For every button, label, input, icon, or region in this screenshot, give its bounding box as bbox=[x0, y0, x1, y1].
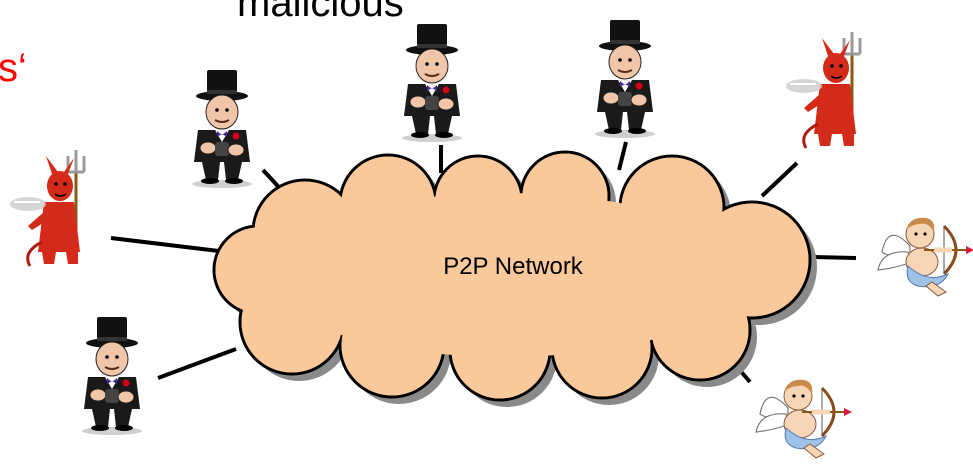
title-line-2: s‘ bbox=[0, 46, 27, 90]
peer-businessman-top-left bbox=[191, 69, 253, 189]
devil-icon bbox=[8, 148, 86, 268]
link-devil-top-right bbox=[760, 161, 799, 198]
peer-businessman-top-center bbox=[401, 23, 463, 143]
network-label: P2P Network bbox=[443, 253, 584, 280]
link-businessman-top-right bbox=[617, 141, 628, 171]
businessman-icon bbox=[81, 316, 143, 436]
businessman-icon bbox=[191, 69, 253, 189]
businessman-icon bbox=[594, 19, 656, 139]
network-cloud bbox=[215, 153, 809, 399]
peer-businessman-top-right bbox=[594, 19, 656, 139]
peer-cupid-right bbox=[878, 218, 973, 296]
link-cupid-right bbox=[813, 255, 857, 260]
peer-devil-left bbox=[8, 148, 86, 268]
title-line-1: malicious bbox=[237, 0, 404, 25]
cupid-icon bbox=[878, 218, 973, 296]
link-businessman-bottom-left bbox=[157, 347, 237, 380]
cupid-icon bbox=[756, 380, 852, 458]
link-devil-left bbox=[110, 236, 228, 254]
businessman-icon bbox=[401, 23, 463, 143]
devil-icon bbox=[784, 30, 862, 150]
peer-businessman-bottom-left bbox=[81, 316, 143, 436]
peer-devil-top-right bbox=[784, 30, 862, 150]
peer-cupid-bottom-right bbox=[756, 380, 852, 458]
